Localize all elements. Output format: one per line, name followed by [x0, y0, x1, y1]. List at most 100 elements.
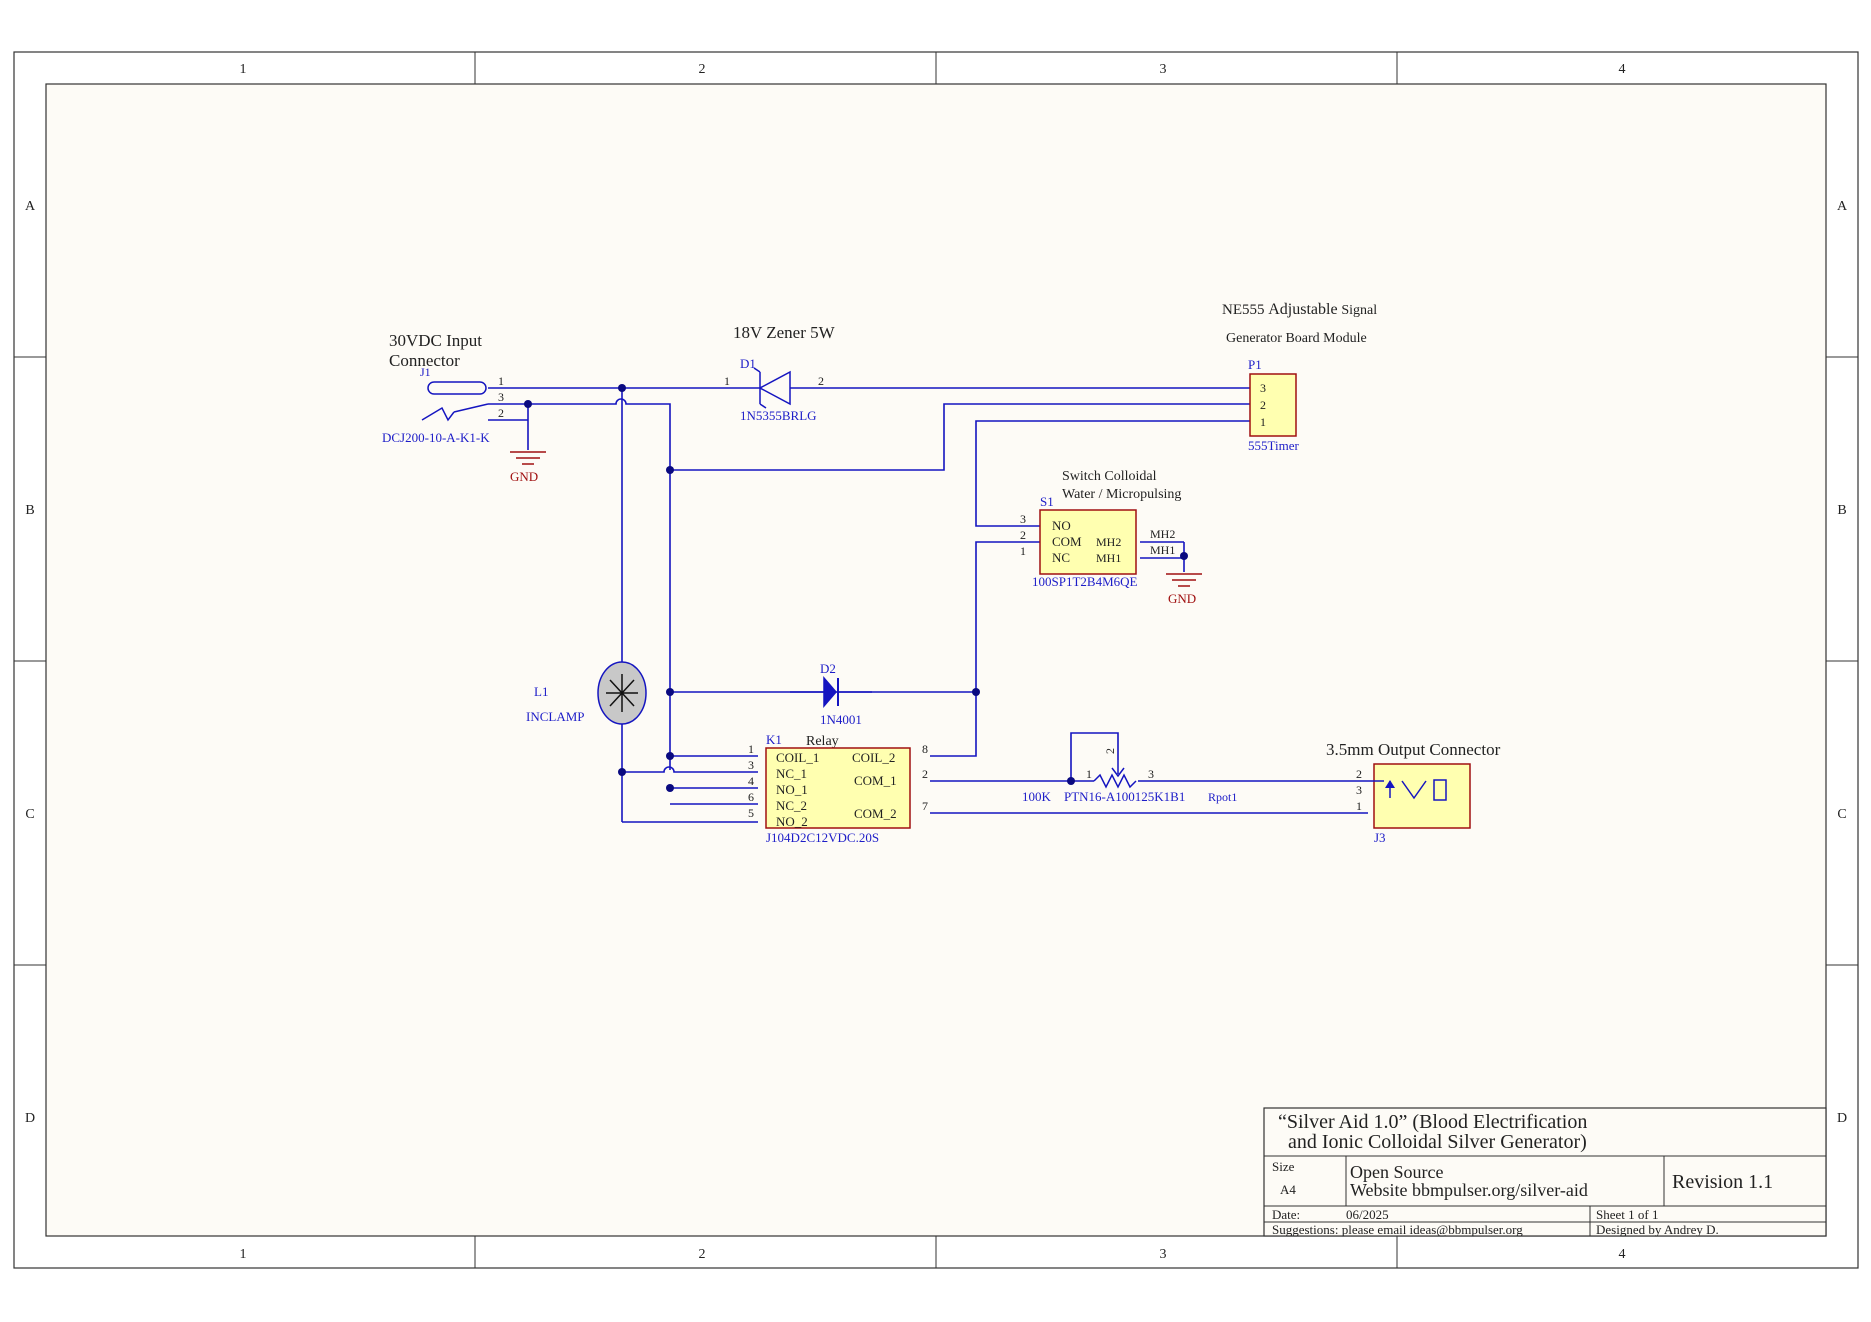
k1-left-pin: 4	[748, 774, 754, 788]
k1-left-pin: 1	[748, 742, 754, 756]
k1-left-label: NO_1	[776, 782, 808, 797]
l1-ref: L1	[534, 684, 548, 699]
date-value: 06/2025	[1346, 1207, 1389, 1222]
j1-pin-1: 1	[498, 374, 504, 388]
j3-pin: 3	[1356, 783, 1362, 797]
ne555-title-2: Generator Board Module	[1226, 331, 1367, 346]
revision: Revision 1.1	[1672, 1171, 1773, 1193]
zone-row-right-c: C	[1837, 807, 1846, 822]
title-block: “Silver Aid 1.0” (Blood Electrification …	[1263, 1107, 1827, 1237]
j3-pin: 1	[1356, 799, 1362, 813]
k1-right-label: COIL_2	[852, 750, 895, 765]
potentiometer-rpot1: 1 2 3 100K PTN16-A100125K1B1 Rpot1	[1022, 748, 1237, 804]
j3-ref: J3	[1374, 830, 1386, 845]
j1-ref: J1	[420, 365, 431, 379]
rpot-pin-1: 1	[1086, 767, 1092, 781]
zone-row-left-c: C	[25, 807, 34, 822]
s1-label-com: COM	[1052, 534, 1082, 549]
zone-row-right-a: A	[1837, 199, 1848, 214]
s1-label-mh1: MH1	[1096, 551, 1121, 565]
ground-symbol-1: GND	[510, 451, 546, 484]
output-connector-title: 3.5mm Output Connector	[1326, 740, 1501, 759]
zone-row-right-d: D	[1837, 1111, 1847, 1126]
k1-left-label: COIL_1	[776, 750, 819, 765]
org-line-1: Open Source	[1350, 1162, 1443, 1182]
s1-part: 100SP1T2B4M6QE	[1032, 574, 1138, 589]
relay-title: Relay	[806, 734, 839, 749]
zener-title: 18V Zener 5W	[733, 323, 836, 342]
s1-pin-3: 3	[1020, 512, 1026, 526]
d1-ref: D1	[740, 356, 756, 371]
k1-left-label: NC_2	[776, 798, 807, 813]
k1-right-pin: 7	[922, 799, 928, 813]
l1-part: INCLAMP	[526, 709, 585, 724]
p1-ref: P1	[1248, 357, 1262, 372]
k1-part: J104D2C12VDC.20S	[766, 830, 879, 845]
d1-pin-1: 1	[724, 374, 730, 388]
input-connector-title-2: Connector	[389, 351, 460, 370]
s1-label-mh2: MH2	[1096, 535, 1121, 549]
k1-right-label: COM_2	[854, 806, 897, 821]
diode-d2: D2 1N4001	[790, 661, 872, 727]
suggestions: Suggestions: please email ideas@bbmpulse…	[1272, 1222, 1523, 1237]
k1-left-pin: 5	[748, 806, 754, 820]
s1-label-nc: NC	[1052, 550, 1070, 565]
s1-pin-2: 2	[1020, 528, 1026, 542]
switch-title-2: Water / Micropulsing	[1062, 487, 1181, 502]
designed-by: Designed by Andrey D.	[1596, 1222, 1719, 1237]
relay-k1: K1 1 3 4 6 5 COIL_1 NC_1 NO_1 NC_2 NO_2 …	[748, 732, 928, 845]
ne555-title-1: NE555 Adjustable Signal	[1222, 301, 1377, 318]
zener-diode-d1: D1 1 2 1N5355BRLG	[724, 356, 830, 423]
p1-pin-2: 2	[1260, 398, 1266, 412]
k1-right-pin: 2	[922, 767, 928, 781]
zone-col-top-1: 1	[240, 62, 247, 77]
s1-pin-1: 1	[1020, 544, 1026, 558]
date-label: Date:	[1272, 1207, 1300, 1222]
title-line-1: “Silver Aid 1.0” (Blood Electrification	[1278, 1111, 1587, 1133]
d1-part: 1N5355BRLG	[740, 408, 817, 423]
junction-dots	[524, 384, 1188, 792]
k1-right-pin: 8	[922, 742, 928, 756]
zone-col-bottom-3: 3	[1160, 1247, 1167, 1262]
zone-col-top-3: 3	[1160, 62, 1167, 77]
rpot-pin-3: 3	[1148, 767, 1154, 781]
zone-col-top-4: 4	[1619, 62, 1626, 77]
s1-label-no: NO	[1052, 518, 1071, 533]
j3-pin: 2	[1356, 767, 1362, 781]
size-value: A4	[1280, 1182, 1296, 1197]
j1-pin-3: 3	[498, 390, 504, 404]
k1-left-pin: 3	[748, 758, 754, 772]
k1-ref: K1	[766, 732, 782, 747]
p1-pin-3: 3	[1260, 381, 1266, 395]
s1-net-mh2: MH2	[1150, 527, 1175, 541]
d2-part: 1N4001	[820, 712, 862, 727]
k1-left-pin: 6	[748, 790, 754, 804]
switch-s1: S1 3 2 1 NO COM NC MH2 MH1 MH2 MH1 100SP…	[1020, 494, 1175, 589]
rpot-part: PTN16-A100125K1B1	[1064, 789, 1185, 804]
d2-ref: D2	[820, 661, 836, 676]
zone-col-bottom-4: 4	[1619, 1247, 1626, 1262]
dc-jack-j1: J1 1 3 2 DCJ200-10-A-K1-K	[382, 365, 504, 445]
org-line-2: Website bbmpulser.org/silver-aid	[1350, 1180, 1588, 1200]
zone-row-right-b: B	[1837, 503, 1846, 518]
ground-symbol-2: GND	[1166, 573, 1202, 606]
gnd-label-2: GND	[1168, 591, 1196, 606]
zone-col-top-2: 2	[699, 62, 706, 77]
zone-row-left-d: D	[25, 1111, 35, 1126]
sheet-number: Sheet 1 of 1	[1596, 1207, 1658, 1222]
zone-dividers	[14, 52, 1858, 1268]
k1-left-label: NO_2	[776, 814, 808, 829]
input-connector-title-1: 30VDC Input	[389, 331, 482, 350]
ne555-title-part: Adjustable	[1268, 301, 1337, 318]
title-line-2: and Ionic Colloidal Silver Generator)	[1288, 1131, 1587, 1153]
s1-net-mh1: MH1	[1150, 543, 1175, 557]
size-label: Size	[1272, 1159, 1295, 1174]
k1-left-label: NC_1	[776, 766, 807, 781]
s1-ref: S1	[1040, 494, 1054, 509]
rpot-value: 100K	[1022, 789, 1052, 804]
ne555-title-part: Signal	[1341, 303, 1377, 318]
p1-pin-1: 1	[1260, 415, 1266, 429]
zone-row-left-a: A	[25, 199, 36, 214]
rpot-pin-2: 2	[1103, 748, 1117, 754]
